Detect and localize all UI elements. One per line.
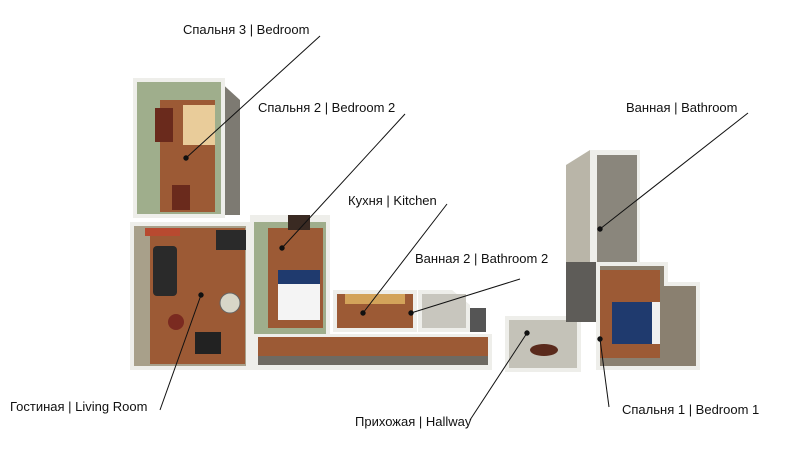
label-kitchen: Кухня | Kitchen bbox=[348, 193, 437, 208]
room-bedroom3 bbox=[133, 78, 240, 218]
label-bedroom2: Спальня 2 | Bedroom 2 bbox=[258, 100, 396, 115]
label-living: Гостиная | Living Room bbox=[10, 399, 148, 414]
room-kitchen bbox=[333, 290, 417, 332]
room-living bbox=[130, 222, 250, 370]
label-bedroom1: Спальня 1 | Bedroom 1 bbox=[622, 402, 760, 417]
room-bathroom2 bbox=[418, 290, 486, 332]
room-bedroom1 bbox=[596, 262, 700, 370]
room-corridor bbox=[250, 334, 492, 370]
room-bathroom bbox=[566, 150, 640, 322]
label-hallway: Прихожая | Hallway bbox=[355, 414, 472, 429]
label-bathroom2: Ванная 2 | Bathroom 2 bbox=[415, 251, 549, 266]
label-bathroom: Ванная | Bathroom bbox=[626, 100, 738, 115]
label-bedroom3: Спальня 3 | Bedroom bbox=[183, 22, 310, 37]
leader-lines bbox=[159, 35, 749, 421]
room-hallway bbox=[505, 316, 581, 372]
